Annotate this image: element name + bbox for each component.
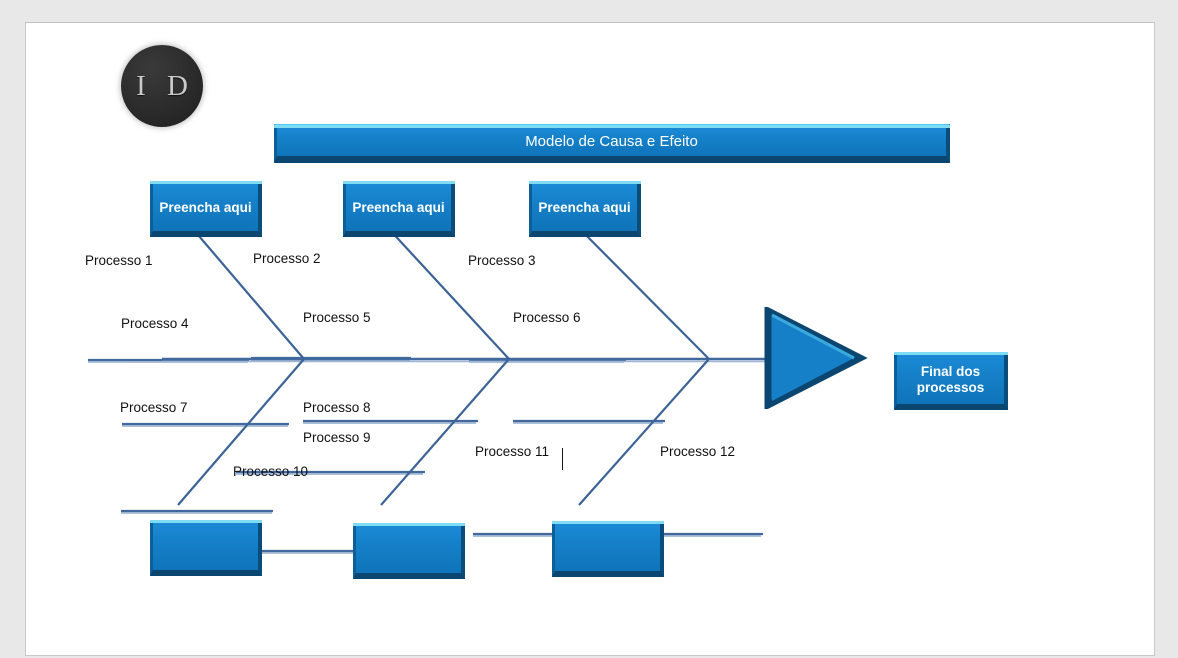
- process-label-7[interactable]: Processo 7: [120, 400, 188, 415]
- process-label-2[interactable]: Processo 2: [253, 251, 321, 266]
- process-label-4[interactable]: Processo 4: [121, 316, 189, 331]
- cause-box-2-label: Preencha aqui: [352, 199, 445, 215]
- final-result-label: Final dos processos: [917, 364, 985, 395]
- process-label-3[interactable]: Processo 3: [468, 253, 536, 268]
- id-logo: I D: [121, 45, 203, 127]
- process-label-5[interactable]: Processo 5: [303, 310, 371, 325]
- id-logo-text: I D: [136, 69, 195, 102]
- process-label-9[interactable]: Processo 9: [303, 430, 371, 445]
- text-cursor-caret: [562, 448, 563, 470]
- slide-canvas[interactable]: I D Modelo de Causa e Efeito: [25, 22, 1155, 656]
- process-label-1[interactable]: Processo 1: [85, 253, 153, 268]
- cause-box-3[interactable]: Preencha aqui: [529, 181, 641, 237]
- cause-box-4[interactable]: [150, 520, 262, 576]
- cause-box-3-label: Preencha aqui: [538, 199, 631, 215]
- cause-box-5[interactable]: [353, 523, 465, 579]
- final-result-line-2: processos: [916, 379, 985, 395]
- final-result-line-1: Final dos: [920, 363, 981, 379]
- cause-box-2[interactable]: Preencha aqui: [343, 181, 455, 237]
- process-label-6[interactable]: Processo 6: [513, 310, 581, 325]
- process-label-10[interactable]: Processo 10: [233, 464, 309, 479]
- effect-arrow-icon[interactable]: [764, 307, 889, 409]
- diagram-title-text: Modelo de Causa e Efeito: [525, 133, 698, 151]
- diagram-title-bar[interactable]: Modelo de Causa e Efeito: [274, 124, 950, 163]
- cause-box-6[interactable]: [552, 521, 664, 577]
- process-label-12[interactable]: Processo 12: [660, 444, 736, 459]
- final-result-box[interactable]: Final dos processos: [894, 352, 1008, 410]
- cause-box-1-label: Preencha aqui: [159, 199, 252, 215]
- cause-box-1[interactable]: Preencha aqui: [150, 181, 262, 237]
- process-label-11[interactable]: Processo 11: [475, 444, 550, 459]
- process-label-8[interactable]: Processo 8: [303, 400, 371, 415]
